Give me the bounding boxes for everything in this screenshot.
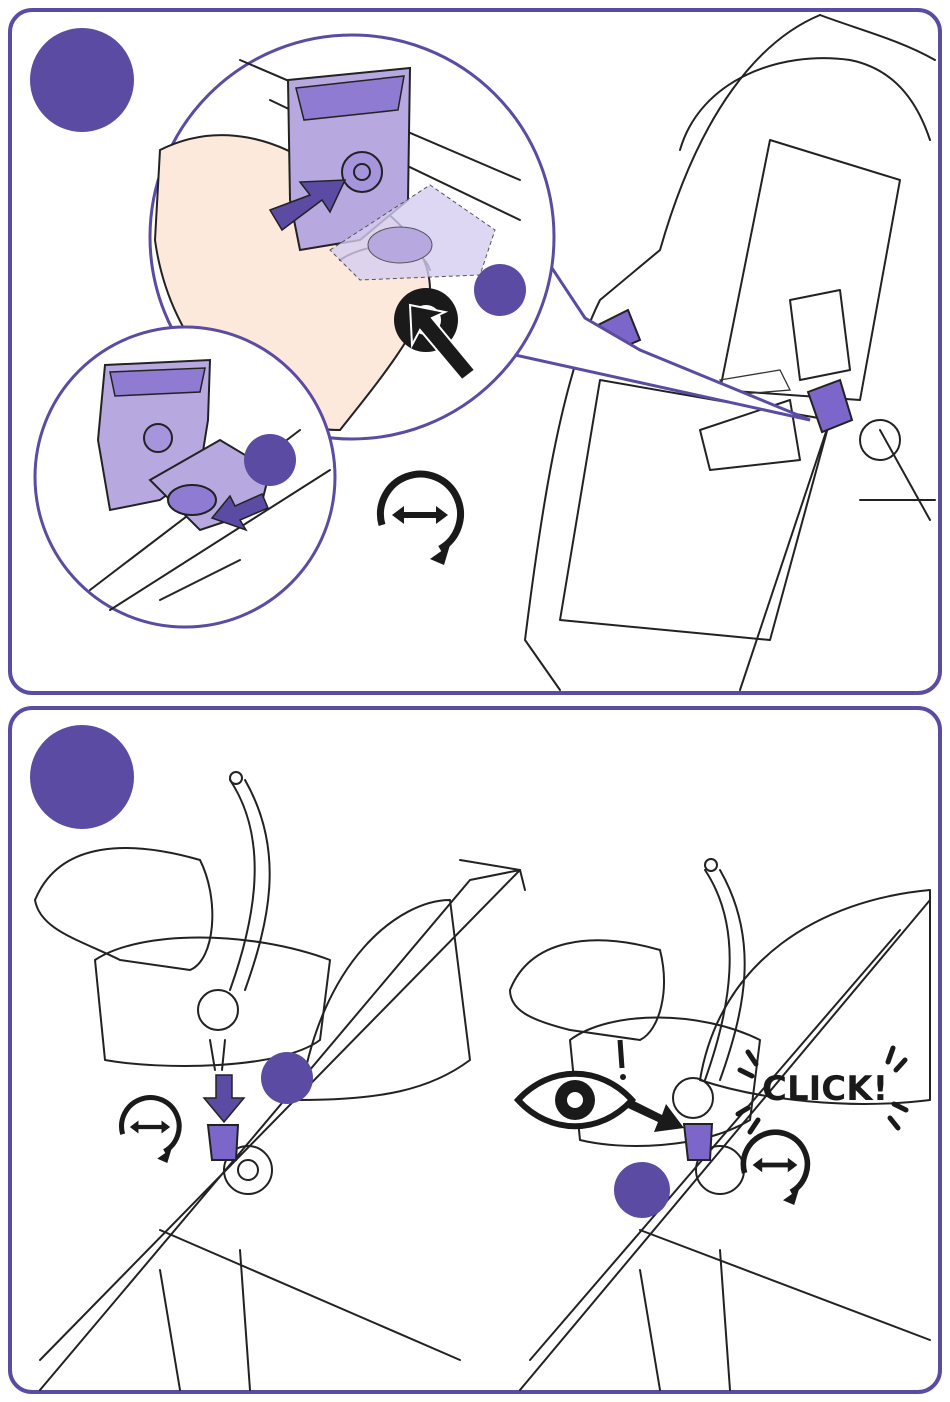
step-sub-marker	[474, 264, 526, 316]
car-seat-lowering-drawing	[34, 771, 526, 1391]
down-arrow	[202, 1074, 246, 1124]
eye-icon	[513, 1039, 684, 1132]
step-sub-marker	[614, 1162, 670, 1218]
click-label: CLICK!	[762, 1069, 888, 1109]
adapter-part-detail	[89, 358, 331, 611]
step-1-marker	[30, 28, 134, 132]
adapter-part	[286, 66, 496, 281]
step-2-panel: CLICK!	[8, 706, 942, 1394]
stroller-seat-drawing	[524, 14, 936, 691]
step-1-panel	[8, 8, 942, 695]
step-2-marker	[30, 725, 134, 829]
car-seat-attached-drawing	[509, 858, 931, 1391]
click-burst: CLICK!	[735, 1045, 909, 1135]
step-sub-marker	[261, 1052, 313, 1104]
push-arrow	[268, 179, 347, 232]
push-button-icon	[394, 288, 477, 382]
